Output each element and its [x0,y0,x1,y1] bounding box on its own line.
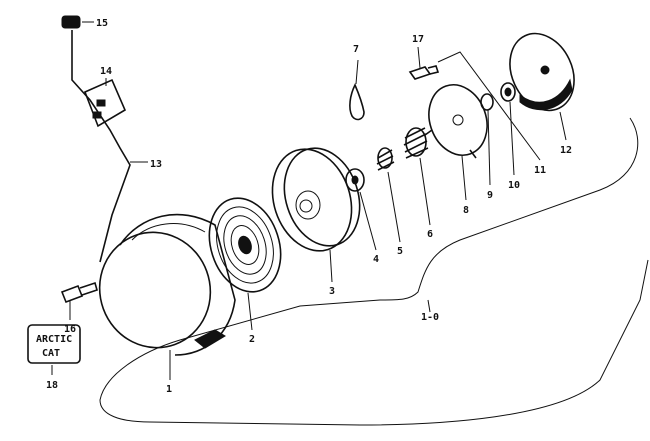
callout-16: 16 [64,324,76,335]
leader-6 [419,157,431,226]
handle-grip-15 [61,15,81,29]
callout-13: 13 [150,159,162,170]
cover-plate [509,32,575,112]
rope-pulley [271,147,361,252]
pawl-7 [349,83,365,121]
callout-9: 9 [487,190,493,201]
callout-3: 3 [329,286,335,297]
assembly-label: 1-0 [421,312,439,323]
callout-17: 17 [412,34,424,45]
washer-9 [480,93,494,111]
decal-18: ARCTIC CAT [27,324,81,364]
callout-8: 8 [463,205,469,216]
decal-text-line-2: CAT [42,348,60,359]
leader-assembly [427,299,431,313]
starter-rope [71,30,131,263]
leader-4 [359,191,377,251]
leader-11 [437,51,541,161]
leader-7 [355,59,359,85]
spring-5 [376,147,395,171]
callout-10: 10 [508,180,520,191]
callout-5: 5 [397,246,403,257]
recoil-housing [98,213,236,356]
callout-11: 11 [534,165,546,176]
friction-plate [424,84,488,159]
callout-2: 2 [249,334,255,345]
callout-7: 7 [353,44,359,55]
callout-6: 6 [427,229,433,240]
leader-3 [329,249,333,283]
callout-15: 15 [96,18,108,29]
leader-12 [559,111,567,141]
bolt-17 [408,65,440,80]
leader-5 [387,171,401,243]
leader-10 [509,101,515,176]
decal-text-line-1: ARCTIC [36,334,72,345]
callout-12: 12 [560,145,572,156]
leader-8 [461,155,467,201]
callout-4: 4 [373,254,379,265]
leader-9 [487,109,491,186]
leader-17 [417,46,421,69]
starter-handle [83,78,127,128]
bolt-16 [60,281,98,304]
assembly-boundary-line [99,117,649,426]
callout-1: 1 [166,384,172,395]
leader-2 [247,292,253,331]
callout-18: 18 [46,380,58,391]
washer-4 [345,168,365,192]
washer-10 [500,82,516,102]
rewind-spring [208,197,282,293]
spring-6 [403,127,429,159]
callout-14: 14 [100,66,112,77]
